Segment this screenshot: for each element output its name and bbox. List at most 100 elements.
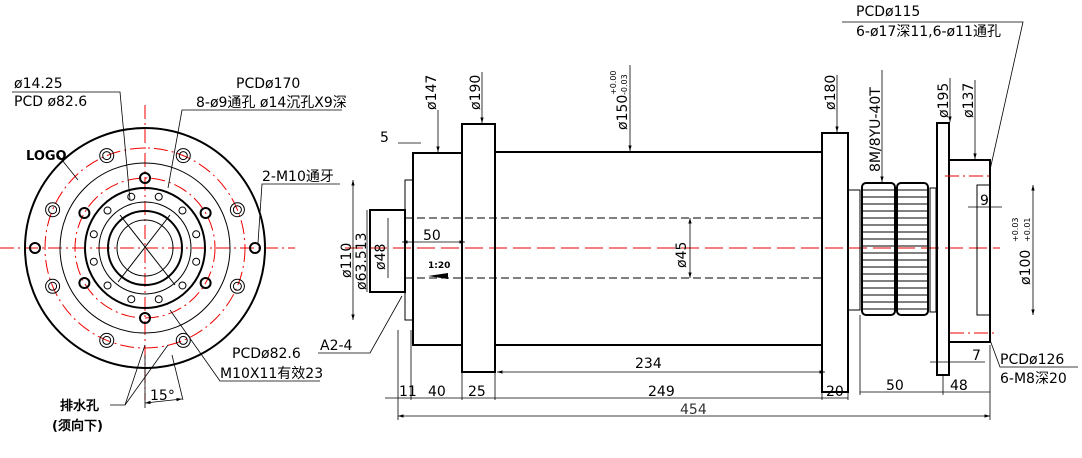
dia-100-tol-lower: +0.01 (1023, 217, 1032, 242)
front-cap (412, 152, 463, 346)
pcd82-hole (199, 277, 212, 289)
dim-11-label: 11 (399, 384, 417, 400)
pcd82-circle (74, 177, 216, 319)
dim-234-label: 234 (635, 356, 662, 372)
pcd170-label: PCDø170 (236, 76, 300, 92)
bolt-holes (45, 148, 245, 348)
through-hole (102, 335, 112, 345)
dim-50-label: 50 (886, 378, 904, 394)
through-hole (102, 151, 112, 161)
section-line (117, 214, 171, 283)
bore-circle (107, 210, 183, 286)
pcd170-circle (44, 147, 246, 349)
pcd82-hole (78, 207, 91, 219)
side-view: ø147 ø190 ø150 +0.00 -0.03 5 ø180 8M/8YU… (318, 4, 1078, 420)
counterbore-hole (175, 148, 191, 164)
leader (57, 154, 79, 181)
counterbore-hole (99, 148, 115, 164)
hole-pcd-label: PCD ø82.6 (14, 94, 87, 110)
rear-holes-label: 6-ø17深11,6-ø11通孔 (856, 24, 1001, 40)
counterbore-hole (45, 278, 61, 294)
counterbore-hole (45, 202, 61, 218)
leader (842, 21, 1024, 171)
small-hole (89, 230, 98, 239)
dim-7-label: 7 (972, 348, 981, 364)
small-hole (89, 257, 98, 266)
leader (257, 183, 340, 244)
small-hole (178, 206, 187, 215)
dia-147-label: ø147 (424, 75, 440, 110)
bolt-holes-label: 8-ø9通孔 ø14沉孔X9深 (196, 95, 347, 111)
nose-flange (404, 179, 414, 321)
through-hole (232, 205, 242, 215)
dia-137-label: ø137 (961, 83, 977, 118)
rear-pcd115-label: PCDø115 (856, 4, 920, 20)
small-hole (127, 295, 136, 304)
angle-label: 15° (150, 388, 175, 404)
taper-label: 1:20 (428, 261, 450, 271)
dim-50-bore-label: 50 (423, 228, 441, 244)
dia-48-label: ø48 (373, 244, 389, 270)
front-view: ø14.25 PCD ø82.6 PCDø170 8-ø9通孔 ø14沉孔X9深… (0, 76, 347, 434)
leader (318, 295, 403, 354)
dia-45-label: ø45 (674, 242, 690, 268)
through-hole (178, 335, 188, 345)
pcd82-hole (139, 312, 151, 324)
small-hole (103, 206, 112, 215)
extension-line (171, 354, 184, 401)
dia-190-label: ø190 (468, 75, 484, 110)
pulley (896, 182, 929, 316)
pcd82-hole (199, 207, 212, 219)
dim-454-label: 454 (680, 402, 707, 418)
dim-20-label: 20 (826, 384, 844, 400)
drain-note: (须向下) (52, 418, 103, 434)
pulley-hub (847, 189, 861, 311)
logo-label: LOGO (26, 149, 67, 164)
rear-flange (821, 132, 849, 393)
leader (167, 109, 342, 189)
through-hole (232, 281, 242, 291)
through-hole (48, 281, 58, 291)
nose-circle (98, 201, 192, 295)
pcd82-hole (139, 172, 151, 184)
counterbore-hole (175, 332, 191, 348)
counterbore-hole (229, 278, 245, 294)
inner-bore-circle (116, 219, 174, 277)
rear-thread-label: 6-M8深20 (1000, 371, 1067, 387)
dia-195-label: ø195 (936, 83, 952, 118)
small-hole (192, 257, 201, 266)
dia-110-label: ø110 (339, 243, 355, 278)
hole-dia-label: ø14.25 (14, 76, 63, 92)
leader (124, 344, 169, 406)
angle-dim (144, 397, 183, 405)
tapped-holes-label: 2-M10通牙 (262, 169, 334, 185)
pulley (861, 182, 896, 316)
dim-48-label: 48 (950, 378, 968, 394)
dia-150-label: ø150 (615, 95, 631, 130)
section-line (119, 214, 176, 286)
nose-type-label: A2-4 (320, 338, 353, 354)
dim-25-label: 25 (468, 384, 486, 400)
leader (169, 309, 320, 382)
rear-plate (936, 122, 950, 376)
pulley-label: 8M/8YU-40T (868, 87, 884, 172)
through-hole (178, 151, 188, 161)
spacer (929, 187, 937, 313)
drain-hole-label: 排水孔 (60, 398, 99, 414)
spigot (976, 184, 991, 316)
small-hole (192, 230, 201, 239)
pcd82-hole (78, 277, 91, 289)
dim-40-label: 40 (428, 384, 446, 400)
dia-63-label: ø63.513 (354, 232, 370, 290)
dim-249-label: 249 (648, 384, 675, 400)
pcd82-label: PCDø82.6 (232, 346, 301, 362)
dia-100-label: ø100 (1018, 250, 1034, 285)
counterbore-hole (229, 202, 245, 218)
dia-150-tol-upper: +0.00 (609, 70, 618, 95)
body-circle (84, 187, 206, 309)
dim-9-label: 9 (980, 193, 989, 209)
flange-step-circle (59, 162, 231, 334)
leader (989, 339, 1078, 368)
dia-150-tol-lower: -0.03 (620, 74, 629, 95)
